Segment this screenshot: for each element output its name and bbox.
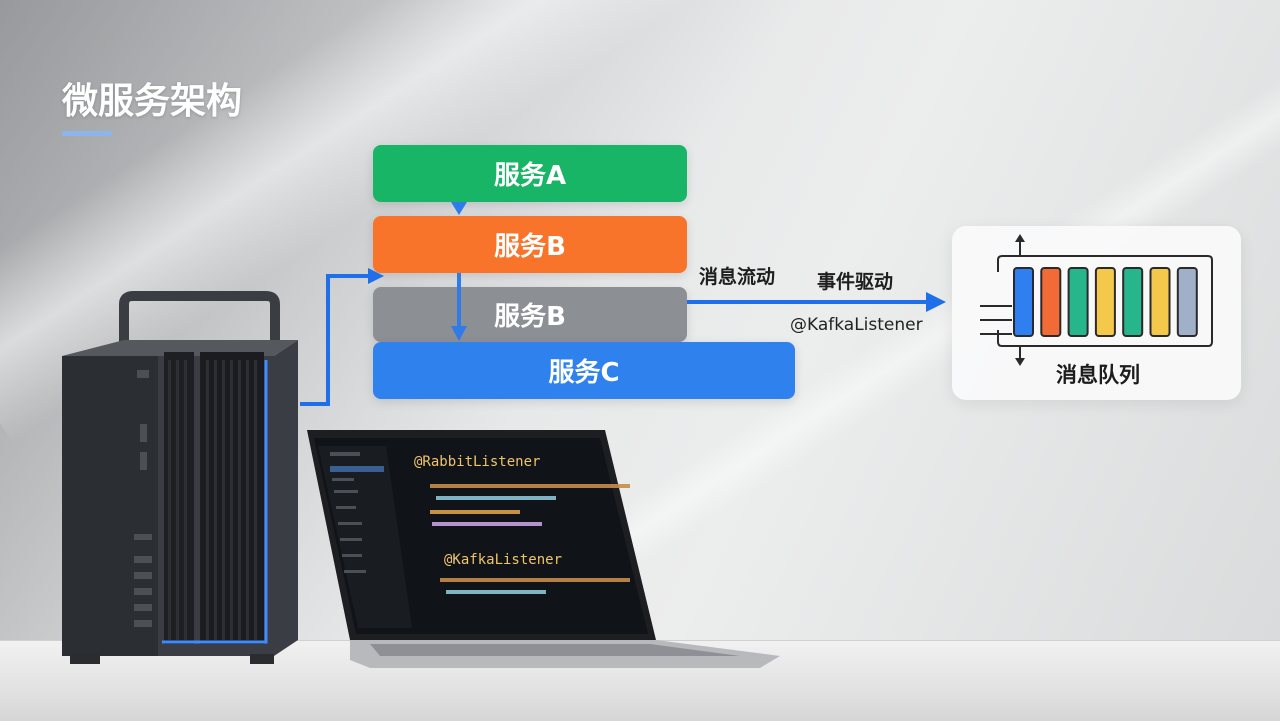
arrow-b-to-c	[451, 326, 467, 341]
label-message-flow: 消息流动	[699, 266, 776, 288]
code-kafka-listener: @KafkaListener	[444, 552, 563, 568]
queue-bar-5	[1122, 267, 1144, 337]
service-a-box: 服务A	[373, 145, 687, 202]
label-kafka-listener: @KafkaListener	[790, 315, 923, 335]
service-c-box: 服务C	[373, 342, 795, 399]
queue-bar-3	[1067, 267, 1089, 337]
message-queue-label: 消息队列	[1056, 363, 1140, 387]
service-b-box-orange: 服务B	[373, 216, 687, 273]
service-b-box-gray: 服务B	[373, 287, 687, 342]
arrow-a-to-b	[451, 202, 467, 215]
tower-blue-accent	[162, 360, 268, 644]
label-event-driven: 事件驱动	[817, 271, 894, 293]
code-rabbit-listener: @RabbitListener	[414, 454, 541, 470]
queue-bar-4	[1094, 267, 1116, 337]
page-title: 微服务架构	[62, 81, 243, 122]
queue-bar-6	[1149, 267, 1171, 337]
arrow-server-to-services	[300, 274, 372, 406]
title-underline	[62, 131, 112, 136]
queue-bar-7	[1176, 267, 1198, 337]
queue-bar-2	[1040, 267, 1062, 337]
tower-handle	[119, 291, 280, 345]
queue-bar-1	[1013, 267, 1034, 337]
